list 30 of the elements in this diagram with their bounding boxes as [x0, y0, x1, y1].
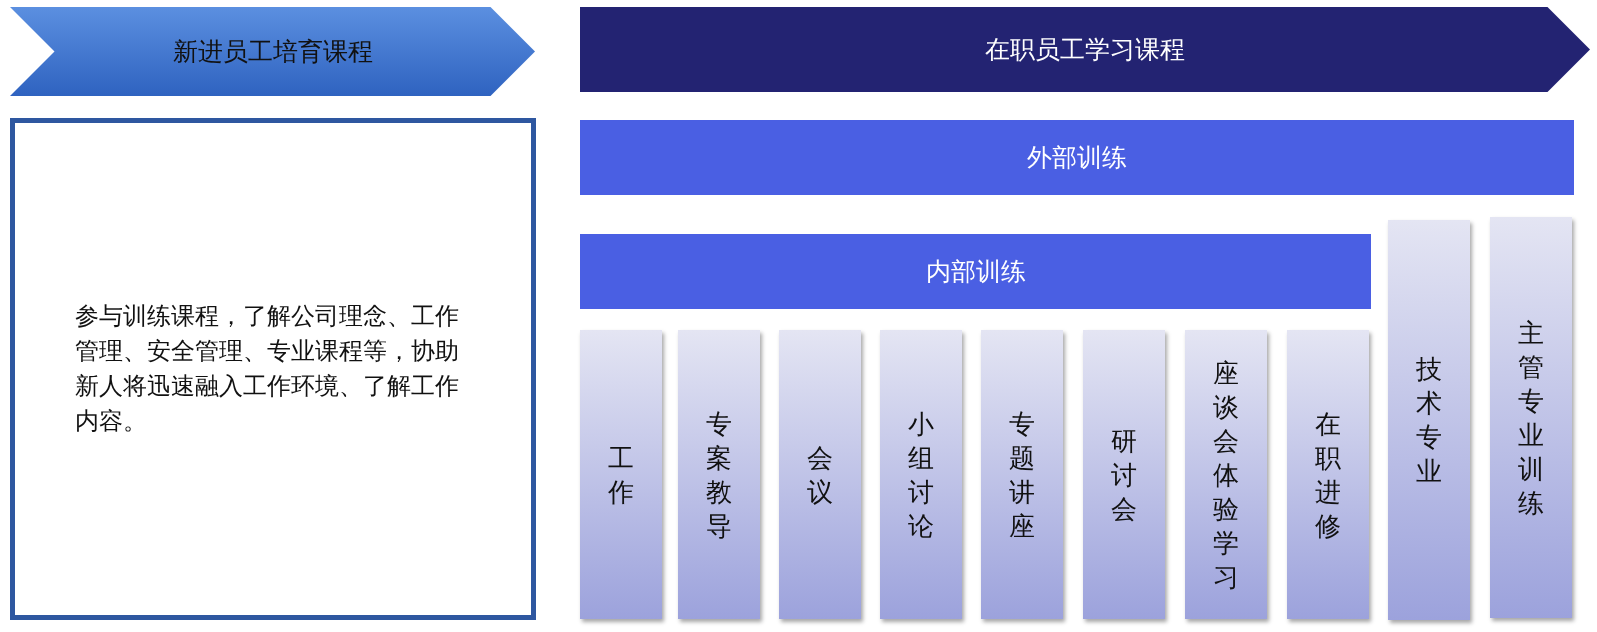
chevron-banner	[10, 7, 535, 96]
column-card	[1287, 330, 1369, 619]
column-card	[678, 330, 760, 619]
column-card	[1083, 330, 1165, 619]
column-label: 技术专业	[1416, 353, 1442, 488]
bar-label: 内部训练	[925, 256, 1026, 288]
column-label: 主管专业训练	[1518, 316, 1544, 520]
column-label: 专题讲座	[1009, 407, 1035, 543]
banner-title: 新进员工培育课程	[172, 36, 373, 68]
column-card	[580, 330, 662, 619]
column-card	[981, 330, 1063, 619]
column-label: 专案教导	[706, 407, 732, 543]
column-label: 会议	[807, 441, 833, 509]
banner-title: 在职员工学习课程	[985, 34, 1185, 66]
category-bar	[580, 234, 1371, 309]
column-card	[779, 330, 861, 619]
column-card	[1185, 330, 1267, 619]
paragraph: 参与训练课程，了解公司理念、工作管理、安全管理、专业课程等，协助新人将迅速融入工作环境、了解工作内容。	[75, 301, 460, 437]
bar-label: 外部训练	[1027, 142, 1127, 174]
column-label: 工作	[608, 441, 634, 509]
column-label: 研讨会	[1111, 424, 1137, 526]
column-card	[1388, 220, 1470, 620]
category-bar	[580, 120, 1574, 195]
column-label: 小组讨论	[908, 407, 934, 543]
chevron-banner	[580, 7, 1590, 92]
column-card	[880, 330, 962, 619]
column-label: 座谈会体验学习	[1213, 356, 1239, 594]
text-panel	[10, 118, 536, 620]
column-label: 在职进修	[1315, 407, 1341, 543]
column-card	[1490, 217, 1572, 618]
